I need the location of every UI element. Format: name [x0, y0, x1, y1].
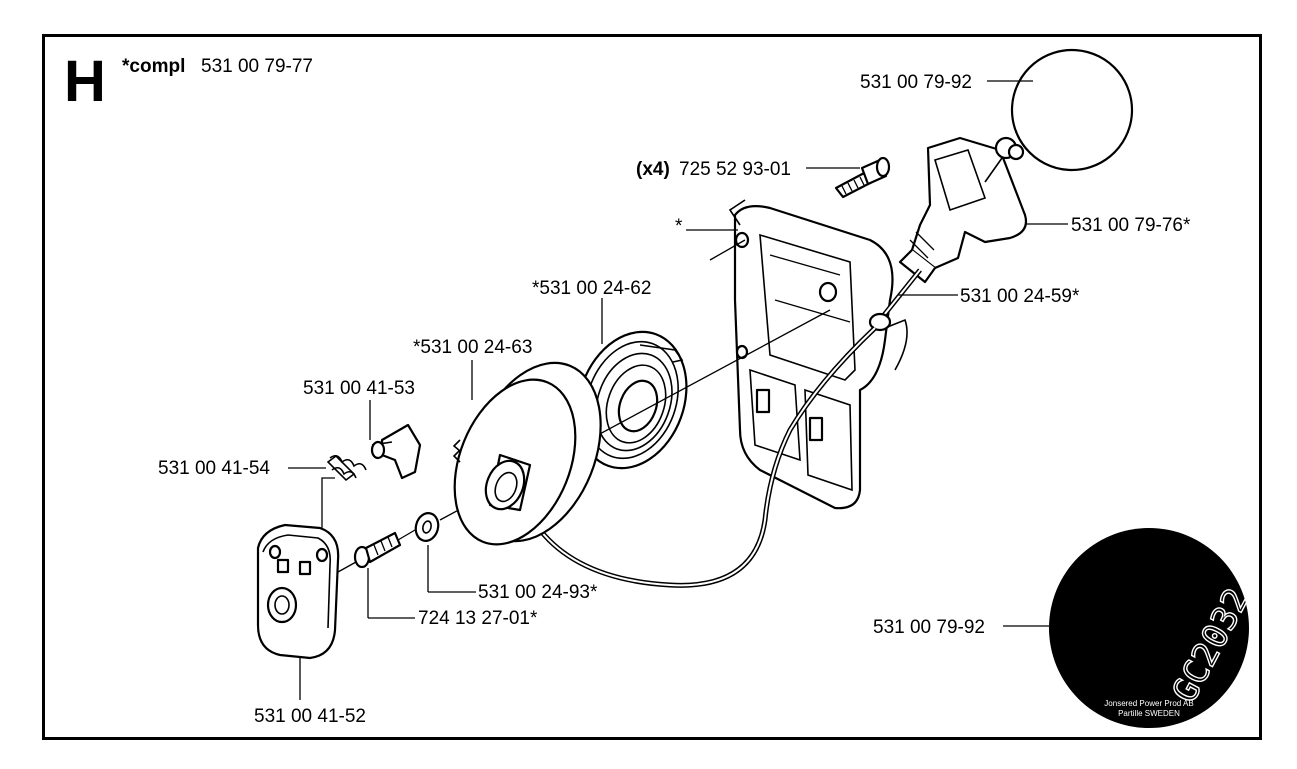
decal-top-part [1010, 48, 1134, 172]
pulley-label: *531 00 24-63 [413, 337, 532, 358]
pulley-screw-part [353, 531, 402, 569]
pawl-spring-part [326, 454, 367, 482]
section-letter: H [64, 49, 106, 114]
starter-handle-part [898, 136, 1028, 284]
pawl-label: 531 00 41-53 [303, 378, 415, 399]
housing-leader-2 [709, 239, 746, 261]
housing-screw-part [834, 156, 891, 199]
pawl-hub-part [256, 523, 340, 660]
spring-label: *531 00 24-62 [532, 278, 651, 299]
housing-label: * [675, 216, 683, 237]
screws-qty-label: (x4) [636, 159, 670, 180]
rope-label: 531 00 24-59* [960, 286, 1080, 307]
decal-line1: Jonsered Power Prod AB [1104, 699, 1193, 708]
washer-label: 531 00 24-93* [478, 582, 598, 603]
screw-axis [397, 529, 416, 541]
screw-label: 724 13 27-01* [418, 608, 538, 629]
diagram-frame [42, 34, 1262, 740]
decal-bottom-part: GC2032 Jonsered Power Prod AB Partille S… [1049, 528, 1258, 728]
screw-axis-2 [337, 561, 357, 573]
decal-bottom-label: 531 00 79-92 [873, 617, 985, 638]
handle-label: 531 00 79-76* [1071, 215, 1191, 236]
compl-number: 531 00 79-77 [201, 56, 313, 77]
hub-label: 531 00 41-52 [254, 706, 366, 727]
starter-housing-part [728, 199, 908, 510]
screws-label: 725 52 93-01 [679, 159, 791, 180]
pawl-spring-label: 531 00 41-54 [158, 458, 270, 479]
compl-prefix: *compl [122, 56, 185, 77]
decal-top-label: 531 00 79-92 [860, 72, 972, 93]
pawl-part [370, 423, 422, 480]
rope-pulley-part [452, 361, 602, 546]
decal-line2: Partille SWEDEN [1118, 709, 1180, 718]
washer-part [414, 512, 440, 542]
